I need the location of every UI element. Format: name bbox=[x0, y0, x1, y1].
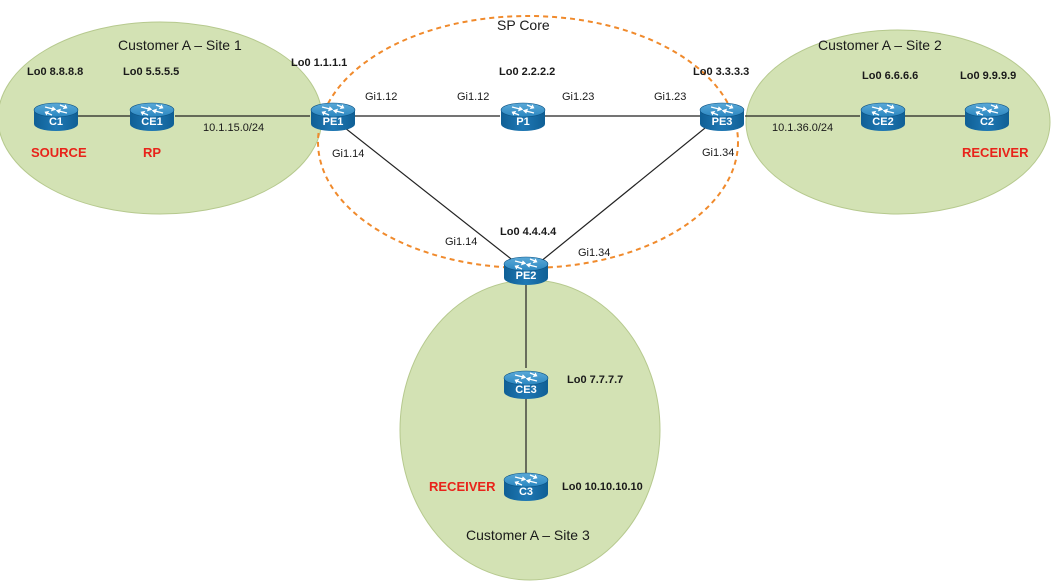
sp-core-area bbox=[317, 15, 739, 269]
router-p1-name: P1 bbox=[516, 116, 529, 128]
subnet-pe3-ce2: 10.1.36.0/24 bbox=[772, 122, 833, 134]
pe1-to-p1-interface: Gi1.12 bbox=[365, 91, 397, 103]
c3-loopback: Lo0 10.10.10.10 bbox=[562, 481, 643, 493]
pe1-loopback: Lo0 1.1.1.1 bbox=[291, 57, 347, 69]
pe3-loopback: Lo0 3.3.3.3 bbox=[693, 66, 749, 78]
pe3-to-pe2-interface: Gi1.34 bbox=[702, 147, 734, 159]
pe3-to-p1-interface: Gi1.23 bbox=[654, 91, 686, 103]
rp-role-label: RP bbox=[143, 145, 161, 160]
receiver-site3-label: RECEIVER bbox=[429, 479, 496, 494]
router-ce3[interactable]: CE3 bbox=[503, 370, 549, 400]
router-ce2-name: CE2 bbox=[872, 116, 893, 128]
router-c2-name: C2 bbox=[980, 116, 994, 128]
router-ce1[interactable]: CE1 bbox=[129, 102, 175, 132]
router-p1[interactable]: P1 bbox=[500, 102, 546, 132]
router-c1-name: C1 bbox=[49, 116, 63, 128]
router-pe1-name: PE1 bbox=[323, 116, 344, 128]
ce1-loopback: Lo0 5.5.5.5 bbox=[123, 66, 179, 78]
pe2-loopback: Lo0 4.4.4.4 bbox=[500, 226, 557, 238]
pe2-to-pe1-interface: Gi1.14 bbox=[445, 236, 477, 248]
p1-loopback: Lo0 2.2.2.2 bbox=[499, 66, 555, 78]
source-role-label: SOURCE bbox=[31, 145, 87, 160]
link-pe3-pe2 bbox=[539, 123, 711, 263]
router-ce3-name: CE3 bbox=[515, 384, 536, 396]
p1-to-pe1-interface: Gi1.12 bbox=[457, 91, 489, 103]
ce2-loopback: Lo0 6.6.6.6 bbox=[862, 70, 918, 82]
router-ce1-name: CE1 bbox=[141, 116, 162, 128]
router-pe3-name: PE3 bbox=[712, 116, 733, 128]
router-c1[interactable]: C1 bbox=[33, 102, 79, 132]
link-pe1-pe2 bbox=[339, 123, 516, 263]
c1-loopback: Lo0 8.8.8.8 bbox=[27, 66, 83, 78]
subnet-ce1-pe1: 10.1.15.0/24 bbox=[203, 122, 264, 134]
ce3-loopback: Lo0 7.7.7.7 bbox=[567, 374, 623, 386]
site2-label: Customer A – Site 2 bbox=[818, 37, 942, 53]
router-pe2[interactable]: PE2 bbox=[503, 256, 549, 286]
router-c2[interactable]: C2 bbox=[964, 102, 1010, 132]
site3-label: Customer A – Site 3 bbox=[466, 527, 590, 543]
router-pe2-name: PE2 bbox=[516, 270, 537, 282]
sp-core-label: SP Core bbox=[497, 17, 550, 33]
router-pe3[interactable]: PE3 bbox=[699, 102, 745, 132]
links bbox=[78, 115, 965, 475]
p1-to-pe3-interface: Gi1.23 bbox=[562, 91, 594, 103]
pe1-to-pe2-interface: Gi1.14 bbox=[332, 148, 364, 160]
pe2-to-pe3-interface: Gi1.34 bbox=[578, 247, 610, 259]
c2-loopback: Lo0 9.9.9.9 bbox=[960, 70, 1016, 82]
site1-label: Customer A – Site 1 bbox=[118, 37, 242, 53]
receiver-site2-label: RECEIVER bbox=[962, 145, 1029, 160]
router-c3-name: C3 bbox=[519, 486, 533, 498]
router-pe1[interactable]: PE1 bbox=[310, 102, 356, 132]
router-ce2[interactable]: CE2 bbox=[860, 102, 906, 132]
router-c3[interactable]: C3 bbox=[503, 472, 549, 502]
